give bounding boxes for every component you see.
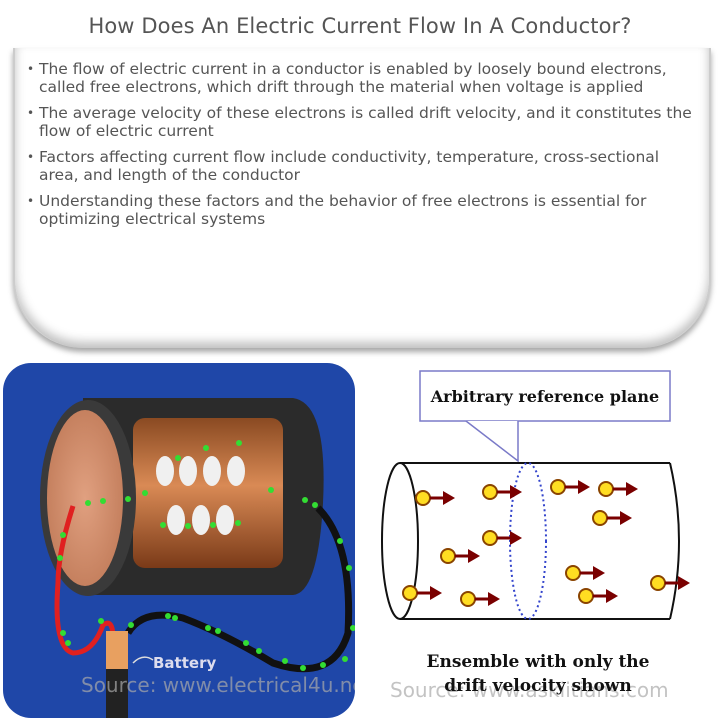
cylinder-right-end	[669, 462, 680, 620]
drift-drawing: Arbitrary reference plane	[381, 370, 690, 620]
electron-icon	[578, 588, 594, 604]
velocity-arrow-head	[578, 480, 590, 494]
electron-icon	[592, 510, 608, 526]
velocity-arrow-head	[593, 566, 605, 580]
velocity-arrow-head	[626, 482, 638, 496]
callout-text: Arbitrary reference plane	[430, 387, 659, 406]
battery-body	[106, 669, 128, 718]
bullet-item: The average velocity of these electrons …	[25, 104, 695, 140]
drift-velocity-diagram: Arbitrary reference plane Ensemble with …	[368, 363, 720, 720]
caption-line-1: Ensemble with only the	[426, 652, 650, 672]
atoms	[156, 456, 245, 535]
bullet-item: Factors affecting current flow include c…	[25, 148, 695, 184]
velocity-arrow-head	[510, 485, 522, 499]
velocity-arrow-head	[606, 589, 618, 603]
electron-icon	[402, 585, 418, 601]
image-source-right: Source: www.askiitians.com	[390, 678, 669, 702]
conductor-illustration: Battery Source: www.electrical4u.net	[3, 363, 355, 718]
electron-icon	[415, 490, 431, 506]
page-title: How Does An Electric Current Flow In A C…	[88, 14, 632, 38]
callout-pointer	[465, 420, 519, 463]
electron-icon	[482, 530, 498, 546]
electrons	[57, 440, 355, 671]
velocity-arrow-head	[430, 586, 442, 600]
electrons	[402, 479, 690, 607]
velocity-arrow-head	[620, 511, 632, 525]
velocity-arrow-head	[678, 576, 690, 590]
battery-top	[106, 631, 128, 669]
velocity-arrow-head	[443, 491, 455, 505]
battery-label: Battery	[153, 654, 216, 672]
bullet-item: Understanding these factors and the beha…	[25, 192, 695, 228]
cylinder-left-end	[381, 462, 419, 620]
callout-box	[419, 370, 671, 422]
electron-icon	[550, 479, 566, 495]
electron-icon	[565, 565, 581, 581]
red-wire	[54, 505, 116, 656]
electron-icon	[598, 481, 614, 497]
velocity-arrow-head	[488, 592, 500, 606]
velocity-arrow-head	[468, 549, 480, 563]
conductor-drawing: Battery	[3, 363, 355, 718]
electron-icon	[460, 591, 476, 607]
copper-core	[133, 418, 283, 568]
velocity-arrow-head	[510, 531, 522, 545]
caption-line-2: drift velocity shown	[444, 676, 632, 696]
bullet-list: The flow of electric current in a conduc…	[25, 60, 695, 236]
electron-icon	[650, 575, 666, 591]
image-source-left: Source: www.electrical4u.net	[81, 673, 355, 697]
electron-icon	[440, 548, 456, 564]
copper-face	[47, 410, 123, 586]
battery-pointer	[132, 656, 154, 664]
bullet-item: The flow of electric current in a conduc…	[25, 60, 695, 96]
electron-icon	[482, 484, 498, 500]
